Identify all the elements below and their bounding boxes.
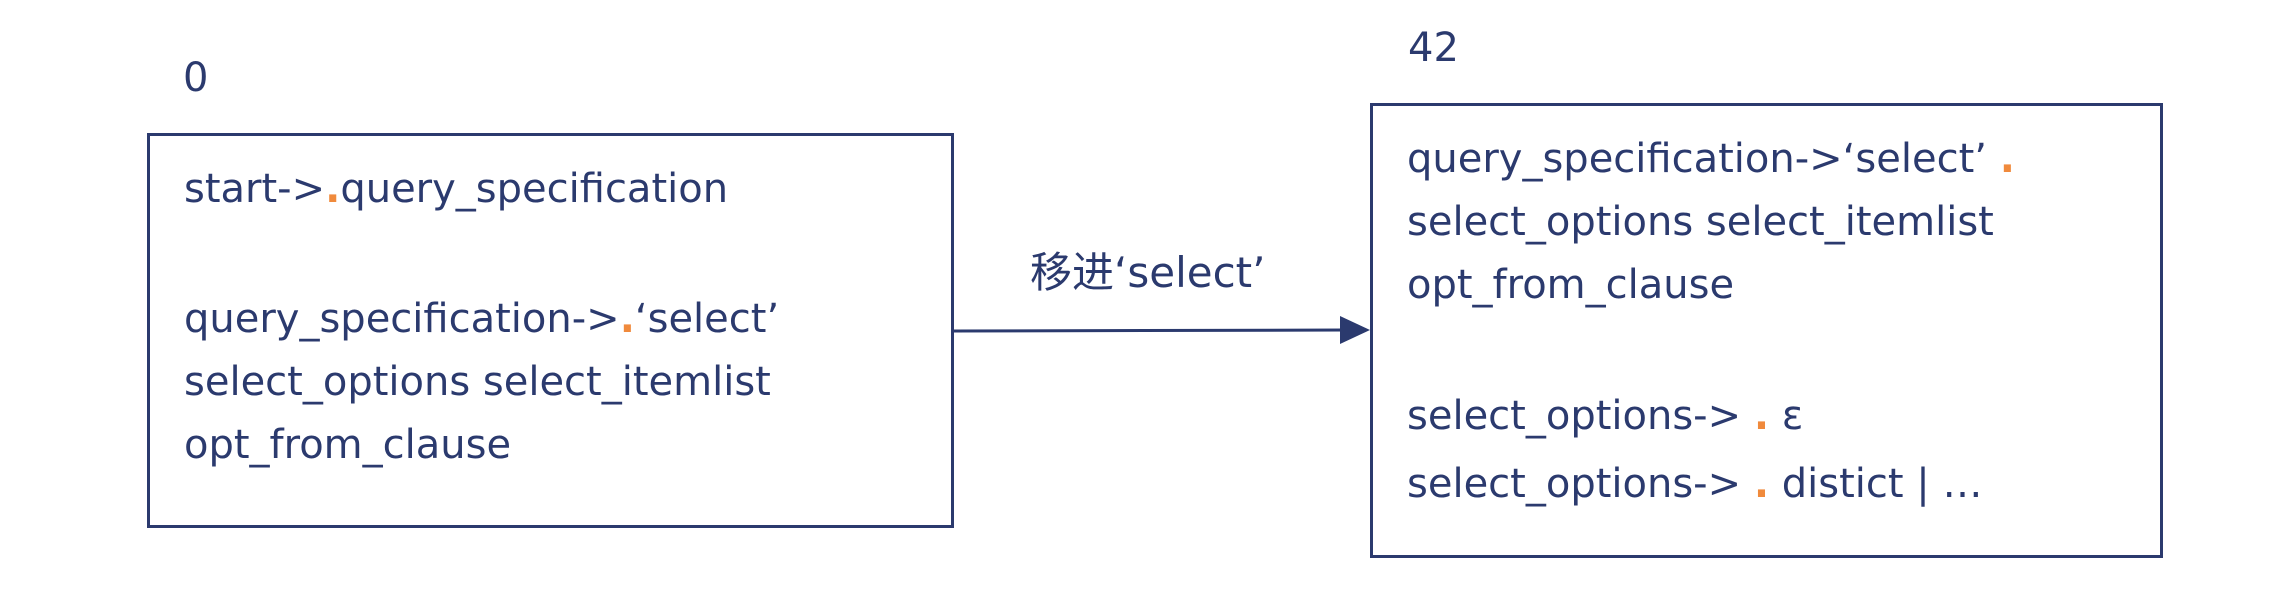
transition-arrowhead (1340, 316, 1370, 344)
item-rhs: query_specification (340, 166, 729, 212)
item-lhs: query_specification-> (184, 296, 620, 342)
item-continuation-line: opt_from_clause (1407, 262, 1735, 308)
item-lhs: start-> (184, 166, 326, 212)
item-continuation-line: select_options select_itemlist (184, 359, 771, 405)
item-dot: . (1753, 393, 1770, 439)
item-lhs: select_options-> (1407, 461, 1754, 507)
lr-item-group: select_options-> . ε select_options-> . … (1407, 382, 1982, 518)
item-rhs: ‘select’ (634, 296, 780, 342)
item-rhs: ε (1769, 393, 1804, 439)
item-lhs: select_options-> (1407, 393, 1754, 439)
item-line: start->.query_specification (184, 158, 728, 221)
item-line: query_specification->.‘select’ (184, 288, 779, 351)
item-line: select_options-> . distict | … (1407, 450, 1982, 518)
lr-item: query_specification->.‘select’ select_op… (184, 288, 779, 477)
transition-arrow-line (953, 328, 1346, 333)
item-continuation-line: select_options select_itemlist (1407, 199, 1994, 245)
item-rhs: distict | … (1769, 461, 1983, 507)
item-lhs: query_specification->‘select’ (1407, 136, 2000, 182)
item-line: query_specification->‘select’ . (1407, 128, 2015, 191)
state-box-42: query_specification->‘select’ . select_o… (1370, 103, 2163, 558)
item-dot: . (1999, 136, 2015, 182)
item-continuation-line: opt_from_clause (184, 422, 512, 468)
item-dot: . (325, 166, 341, 212)
item-dot: . (1753, 461, 1770, 507)
state-label-42: 42 (1408, 25, 1459, 71)
lr-item: start->.query_specification (184, 158, 728, 221)
item-line: select_options-> . ε (1407, 382, 1982, 450)
transition-label: 移进‘select’ (1030, 248, 1266, 297)
state-label-0: 0 (183, 55, 209, 101)
item-dot: . (619, 296, 635, 342)
state-box-0: start->.query_specification query_specif… (147, 133, 954, 528)
lr-item: query_specification->‘select’ . select_o… (1407, 128, 2015, 317)
